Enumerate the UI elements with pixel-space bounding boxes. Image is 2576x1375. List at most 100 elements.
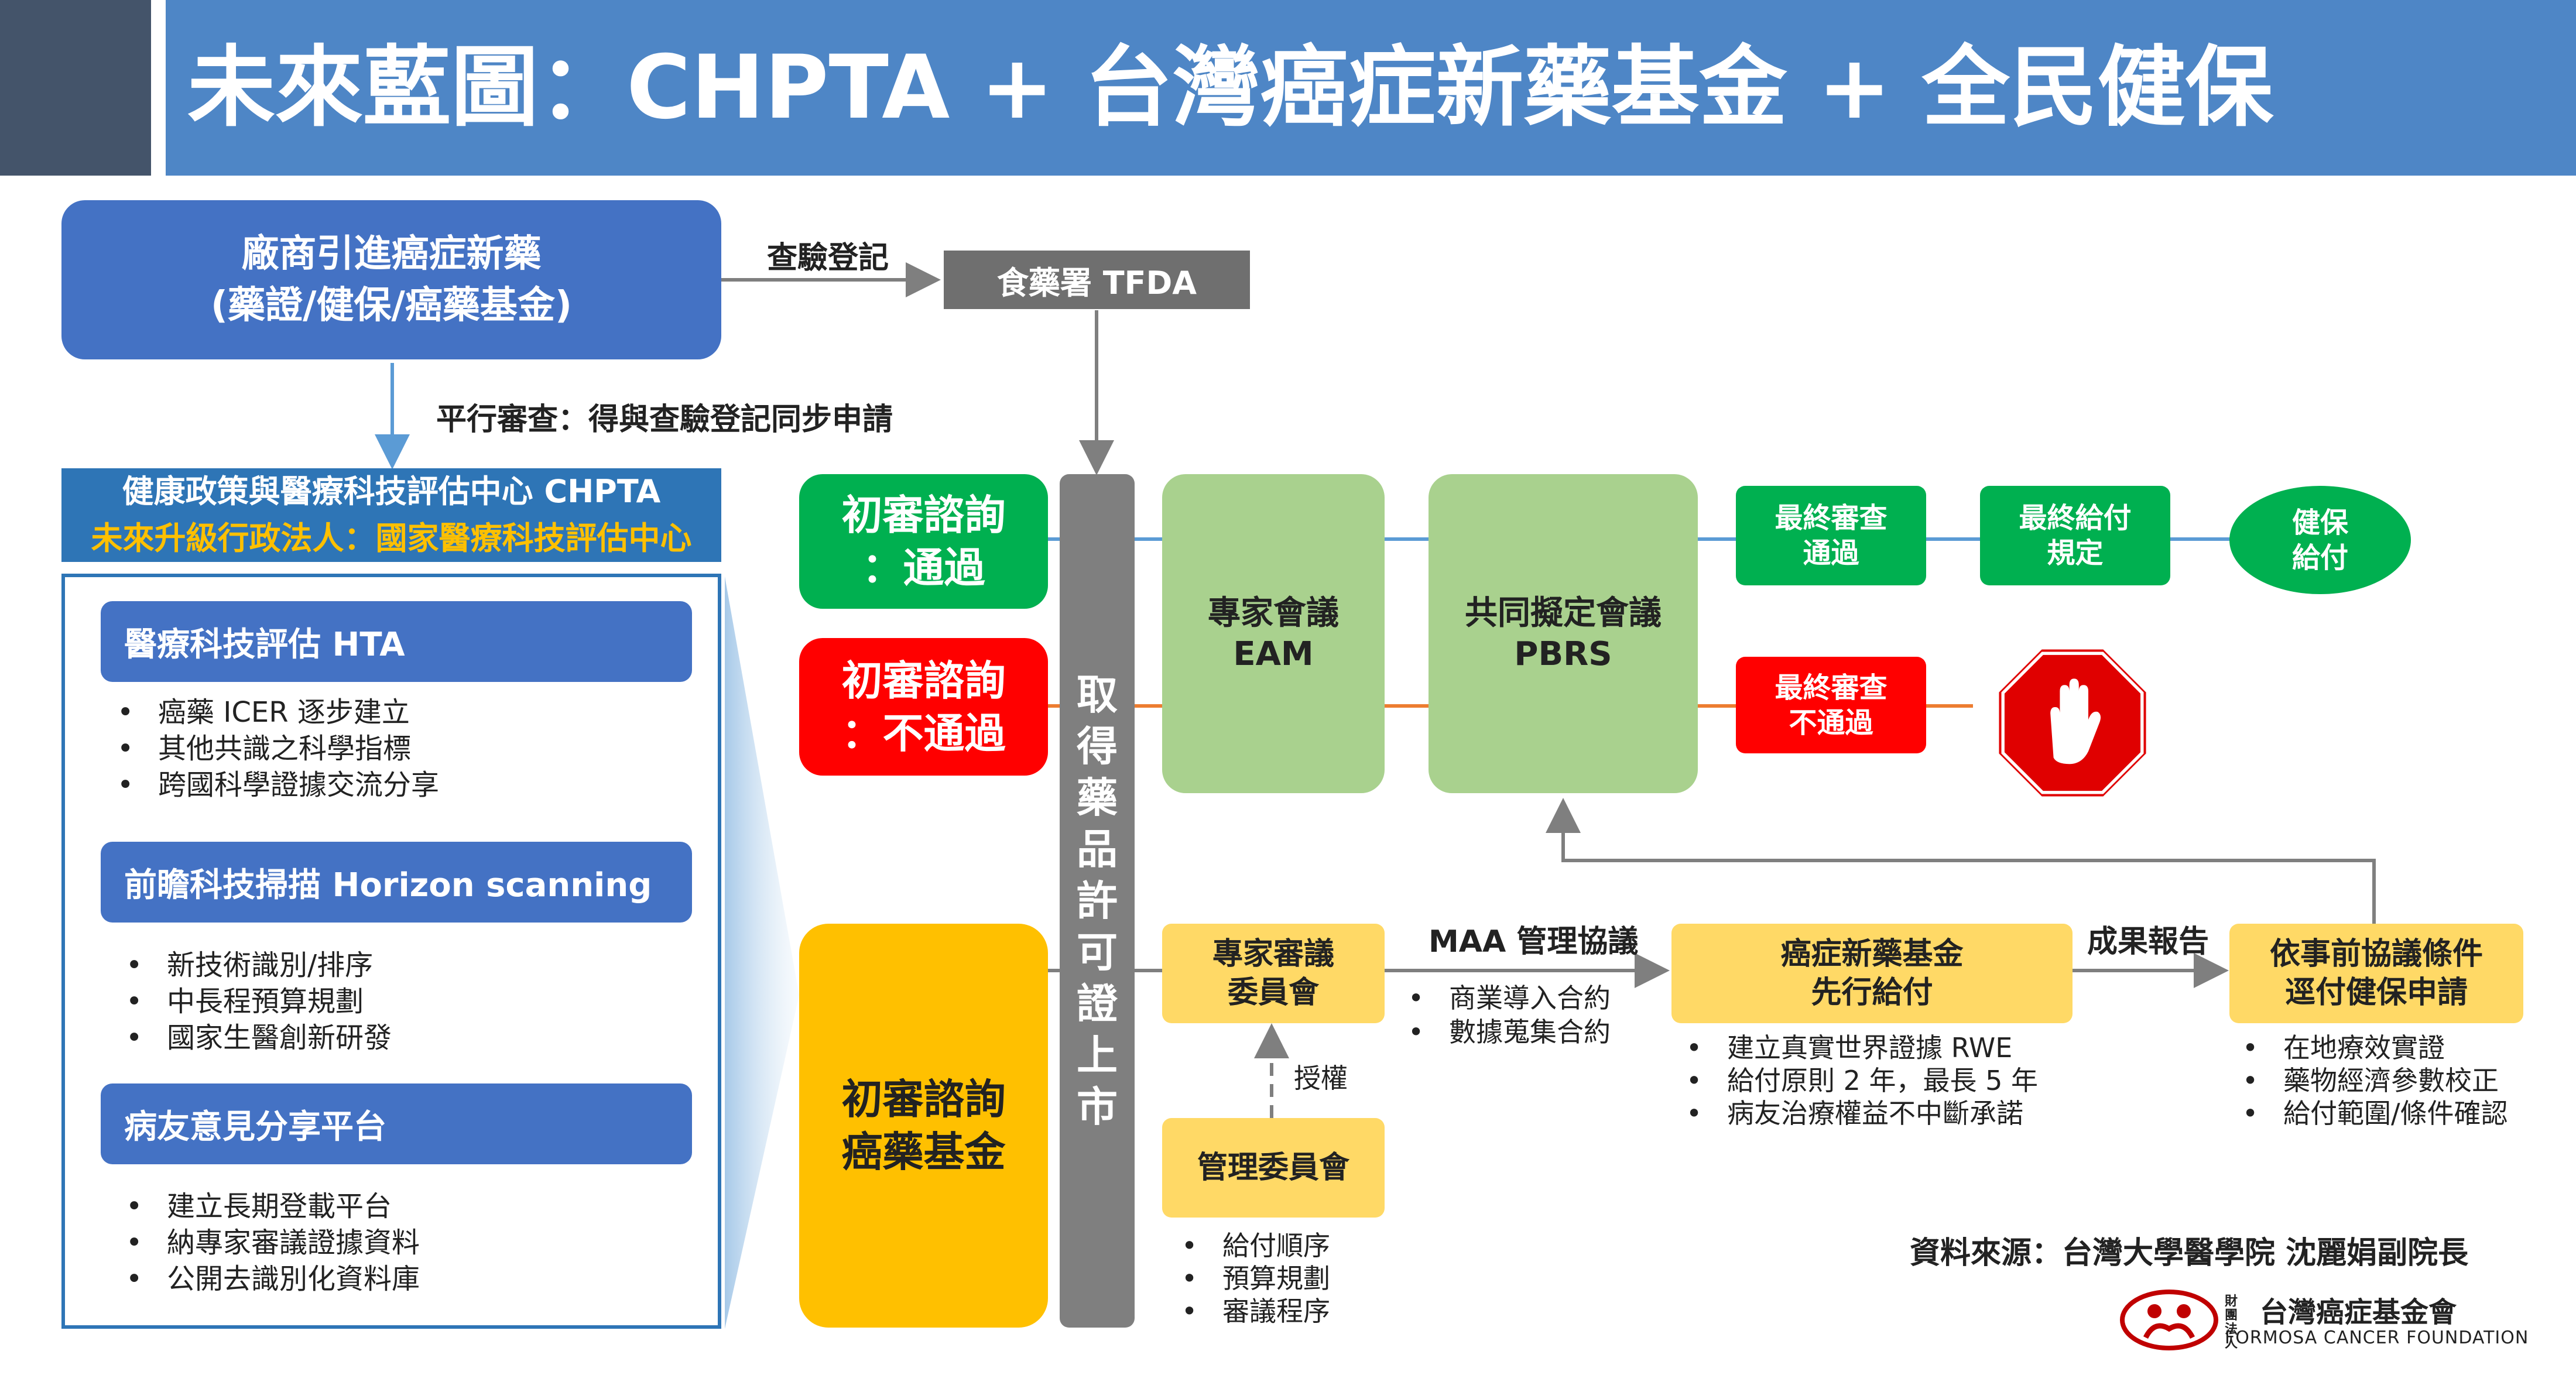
chpta-header: 健康政策與醫療科技評估中心 CHPTA 未來升級行政法人：國家醫療科技評估中心 [61,468,721,562]
list-item: 給付順序 [1181,1229,1330,1262]
list-item: 其他共識之科學指標 [117,731,439,767]
vendor-box: 廠商引進癌症新藥 (藥證/健保/癌藥基金) [61,200,721,359]
list-item: 給付範圍/條件確認 [2242,1097,2508,1130]
license-char: 許 [1077,877,1118,925]
nhi-pay-line1: 健保 [2291,506,2348,539]
expert-committee-box: 專家審議 委員會 [1162,924,1385,1023]
label-registration: 查驗登記 [767,241,889,276]
nhi-apply-box: 依事前協議條件 逕付健保申請 [2229,924,2523,1023]
nhi-apply-line2: 逕付健保申請 [2284,975,2468,1010]
consult-pass-box: 初審諮詢 ：通過 [799,474,1048,609]
label-parallel-review: 平行審查：得與查驗登記同步申請 [436,402,893,437]
nhi-pay-ellipse: 健保 給付 [2229,486,2411,594]
pbrs-line1: 共同擬定會議 [1465,594,1662,632]
management-committee-box: 管理委員會 [1162,1118,1385,1218]
header-bar [166,0,2576,176]
logo-subtitle: FORMOSA CANCER FOUNDATION [2225,1328,2529,1348]
final-payment-box: 最終給付 規定 [1980,486,2170,585]
license-char: 市 [1077,1083,1118,1131]
section-patient-list: 建立長期登載平台 納專家審議證據資料 公開去識別化資料庫 [126,1188,420,1297]
page-title: 未來藍圖：CHPTA + 台灣癌症新藥基金 + 全民健保 [187,37,2273,139]
final-fail-line1: 最終審查 [1775,671,1888,704]
stop-hand-icon [1994,644,2151,801]
list-item: 藥物經濟參數校正 [2242,1064,2508,1097]
fund-line2: 先行給付 [1811,975,1933,1010]
eam-line2: EAM [1233,635,1314,673]
logo-name: 台灣癌症基金會 [2260,1296,2457,1329]
section-hta-list: 癌藥 ICER 逐步建立 其他共識之科學指標 跨國科學證據交流分享 [117,694,439,803]
license-char: 證 [1077,980,1118,1028]
final-payment-line2: 規定 [2047,537,2104,570]
license-char: 品 [1077,825,1118,873]
pbrs-box: 共同擬定會議 PBRS [1429,474,1698,793]
list-item: 國家生醫創新研發 [126,1020,392,1056]
list-item: 建立長期登載平台 [126,1188,420,1225]
eam-box: 專家會議 EAM [1162,474,1385,793]
license-char: 取 [1077,671,1118,719]
list-item: 建立真實世界證據 RWE [1686,1031,2038,1064]
label-report: 成果報告 [2087,924,2210,959]
section-hta-title: 醫療科技評估 HTA [101,601,692,682]
section-horizon-list: 新技術識別/排序 中長程預算規劃 國家生醫創新研發 [126,947,392,1056]
management-committee-list: 給付順序 預算規劃 審議程序 [1181,1229,1330,1328]
consult-fund-box: 初審諮詢 癌藥基金 [799,924,1048,1328]
nhi-apply-list: 在地療效實證 藥物經濟參數校正 給付範圍/條件確認 [2242,1031,2508,1130]
list-item: 審議程序 [1181,1295,1330,1328]
license-char: 上 [1077,1031,1118,1079]
final-fail-box: 最終審查 不通過 [1736,657,1926,753]
list-item: 病友治療權益不中斷承諾 [1686,1097,2038,1130]
tfda-box: 食藥署 TFDA [944,251,1250,309]
foundation-logo-icon [2119,1288,2219,1352]
vendor-line2: (藥證/健保/癌藥基金) [210,284,573,327]
chpta-wedge [725,577,799,1329]
expert-committee-line2: 委員會 [1227,975,1319,1010]
list-item: 癌藥 ICER 逐步建立 [117,694,439,731]
nhi-pay-line2: 給付 [2291,541,2348,574]
arrow-feedback-pbrs [1546,798,2376,924]
list-item: 跨國科學證據交流分享 [117,767,439,803]
final-pass-line1: 最終審查 [1775,502,1888,534]
consult-fund-line1: 初審諮詢 [841,1075,1006,1123]
consult-fail-line1: 初審諮詢 [841,656,1006,705]
list-item: 納專家審議證據資料 [126,1225,420,1261]
source-citation: 資料來源：台灣大學醫學院 沈麗娟副院長 [1910,1236,2469,1271]
eam-line1: 專家會議 [1208,594,1339,632]
fund-box: 癌症新藥基金 先行給付 [1671,924,2073,1023]
chpta-header-line2: 未來升級行政法人：國家醫療科技評估中心 [91,520,692,557]
list-item: 新技術識別/排序 [126,947,392,983]
pbrs-line2: PBRS [1514,635,1612,673]
consult-fail-line2: ：不通過 [841,709,1006,757]
final-fail-line2: 不通過 [1789,706,1873,739]
chpta-header-line1: 健康政策與醫療科技評估中心 CHPTA [122,473,661,510]
final-pass-line2: 通過 [1803,537,1859,570]
list-item: 數據蒐集合約 [1408,1015,1611,1049]
final-pass-box: 最終審查 通過 [1736,486,1926,585]
header-accent [0,0,151,176]
label-authorize: 授權 [1294,1062,1348,1094]
license-char: 得 [1077,722,1118,770]
logo-prefix: 財團法人 [2225,1294,2238,1351]
fund-list: 建立真實世界證據 RWE 給付原則 2 年，最長 5 年 病友治療權益不中斷承諾 [1686,1031,2038,1130]
license-bar: 取 得 藥 品 許 可 證 上 市 [1060,474,1135,1328]
license-char: 藥 [1077,774,1118,822]
maa-list: 商業導入合約 數據蒐集合約 [1408,981,1611,1049]
label-maa: MAA 管理協議 [1429,924,1639,959]
list-item: 在地療效實證 [2242,1031,2508,1064]
license-char: 可 [1077,928,1118,976]
consult-pass-line2: ：通過 [862,544,985,592]
expert-committee-line1: 專家審議 [1212,937,1334,972]
list-item: 商業導入合約 [1408,981,1611,1015]
list-item: 給付原則 2 年，最長 5 年 [1686,1064,2038,1097]
list-item: 預算規劃 [1181,1262,1330,1295]
section-patient-title: 病友意見分享平台 [101,1083,692,1164]
consult-fail-box: 初審諮詢 ：不通過 [799,638,1048,776]
fund-line1: 癌症新藥基金 [1780,937,1964,972]
list-item: 公開去識別化資料庫 [126,1261,420,1297]
section-horizon-title: 前瞻科技掃描 Horizon scanning [101,842,692,923]
nhi-apply-line1: 依事前協議條件 [2269,937,2483,972]
final-payment-line1: 最終給付 [2019,502,2132,534]
list-item: 中長程預算規劃 [126,983,392,1020]
consult-fund-line2: 癌藥基金 [841,1128,1006,1176]
consult-pass-line1: 初審諮詢 [841,491,1006,539]
vendor-line1: 廠商引進癌症新藥 [241,232,542,276]
